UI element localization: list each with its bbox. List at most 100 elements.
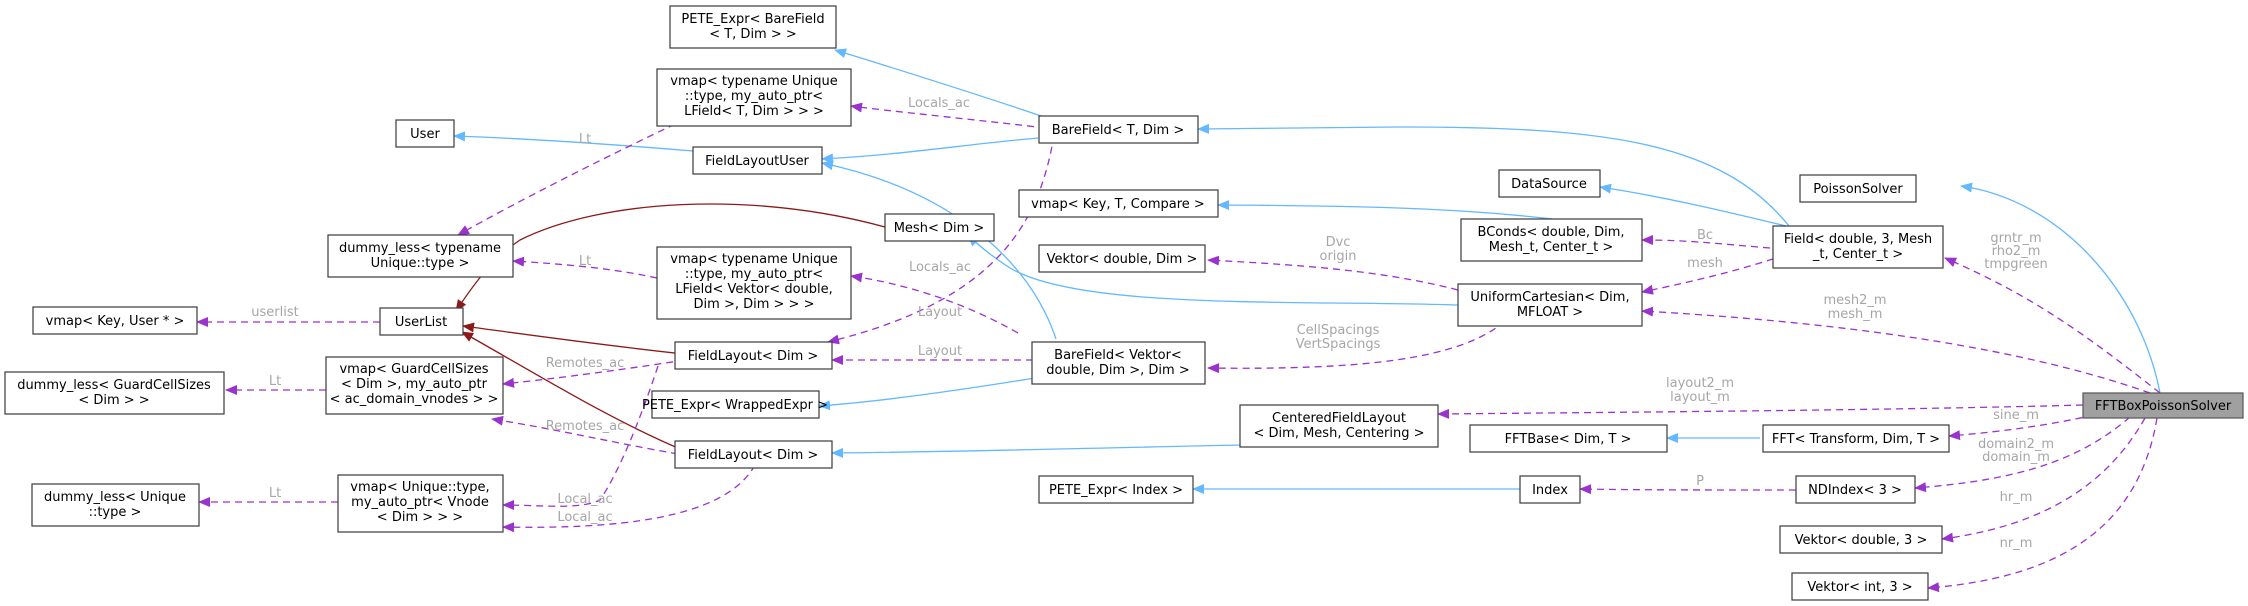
class-node-barefield[interactable]: BareField< T, Dim >	[1038, 115, 1199, 144]
class-node-field[interactable]: Field< double, 3, Mesh_t, Center_t >	[1772, 225, 1944, 269]
edge-field-uses-uniformcartesian	[1641, 254, 1786, 295]
svg-text:BareField< T, Dim >: BareField< T, Dim >	[1052, 123, 1185, 138]
class-node-index[interactable]: Index	[1519, 475, 1581, 504]
svg-text:CenteredFieldLayout< Dim, Mesh: CenteredFieldLayout< Dim, Mesh, Centerin…	[1254, 411, 1425, 441]
svg-text:Vektor< double, Dim >: Vektor< double, Dim >	[1047, 252, 1198, 267]
edge-label-p: P	[1696, 474, 1704, 489]
class-node-vmap-lfield-vektor[interactable]: vmap< typename Unique::type, my_auto_ptr…	[656, 246, 852, 320]
svg-text:vmap< Key, T, Compare >: vmap< Key, T, Compare >	[1031, 197, 1205, 212]
class-node-fieldlayout-bottom[interactable]: FieldLayout< Dim >	[674, 440, 833, 469]
class-node-fftboxpoissonsolver[interactable]: FFTBoxPoissonSolver	[2082, 392, 2244, 419]
svg-text:vmap< Key, User * >: vmap< Key, User * >	[46, 314, 185, 329]
class-node-mesh[interactable]: Mesh< Dim >	[884, 213, 995, 242]
class-node-userlist[interactable]: UserList	[379, 307, 464, 336]
edge-barefield-to-fieldlayoutuser	[821, 137, 1039, 164]
edge-barefield-to-pete-barefield	[834, 48, 1063, 124]
class-node-vmap-lfield[interactable]: vmap< typename Unique::type, my_auto_ptr…	[656, 68, 852, 127]
edge-label-local-ac-top: Local_ac	[557, 492, 612, 507]
edge-mesh-to-userlist	[455, 203, 886, 312]
edge-uniformcartesian-uses-vektor-double-dim	[1207, 255, 1459, 291]
class-node-barefield-vektor[interactable]: BareField< Vektor<double, Dim >, Dim >	[1031, 341, 1206, 385]
class-node-ndindex[interactable]: NDIndex< 3 >	[1795, 475, 1916, 504]
edge-fftboxpoissonsolver-uses-ndindex	[1914, 416, 2131, 493]
edge-field-to-datasource	[1599, 183, 1791, 228]
edge-label-layout-barefield: Layout	[918, 305, 962, 320]
class-node-dummy-less-guardcell[interactable]: dummy_less< GuardCellSizes< Dim > >	[4, 371, 225, 415]
edge-fieldlayoutuser-to-user	[453, 131, 694, 152]
class-node-poissonsolver[interactable]: PoissonSolver	[1799, 174, 1917, 203]
edge-label-lt-guardcell: Lt	[269, 374, 281, 389]
edge-label-lt-user: Lt	[579, 132, 591, 147]
edge-vmap-lfield-uses-dummy-less	[457, 123, 676, 236]
class-node-pete-wrapped[interactable]: PETE_Expr< WrappedExpr >	[642, 390, 828, 419]
edge-fieldlayout-bottom-uses-vmap-vnode	[502, 464, 756, 533]
edge-fftboxpoissonsolver-uses-vektor-int-3	[1927, 417, 2158, 593]
edge-barefield-vektor-uses-vmap-lfield-vektor	[850, 272, 1019, 334]
class-node-vektor-double-dim[interactable]: Vektor< double, Dim >	[1038, 244, 1206, 273]
edge-centeredfieldlayout-to-fieldlayout	[831, 444, 1241, 458]
class-node-fieldlayoutuser[interactable]: FieldLayoutUser	[692, 146, 823, 175]
edge-bconds-to-vmap-key-t-compare	[1217, 200, 1571, 222]
svg-text:vmap< typename Unique::type, m: vmap< typename Unique::type, my_auto_ptr…	[670, 74, 838, 119]
edge-fftboxpoissonsolver-uses-centeredfieldlayout	[1437, 404, 2084, 419]
class-node-vmap-guardcell[interactable]: vmap< GuardCellSizes< Dim >, my_auto_ptr…	[325, 356, 504, 415]
edge-vmap-lfield-vektor-uses-dummy-less	[512, 256, 658, 279]
svg-text:dummy_less< GuardCellSizes< Di: dummy_less< GuardCellSizes< Dim > >	[17, 378, 211, 408]
class-node-vmap-key-t-compare[interactable]: vmap< Key, T, Compare >	[1018, 189, 1219, 218]
class-node-datasource[interactable]: DataSource	[1498, 169, 1601, 198]
svg-text:FieldLayout< Dim >: FieldLayout< Dim >	[688, 448, 819, 463]
svg-text:UserList: UserList	[395, 315, 447, 330]
svg-text:vmap< Unique::type,my_auto_ptr: vmap< Unique::type,my_auto_ptr< Vnode< D…	[350, 480, 489, 525]
edge-label-remotes-ac-bottom: Remotes_ac	[546, 419, 625, 434]
svg-text:NDIndex< 3 >: NDIndex< 3 >	[1808, 483, 1902, 498]
svg-text:FFTBoxPoissonSolver: FFTBoxPoissonSolver	[2095, 399, 2232, 414]
svg-text:Mesh< Dim >: Mesh< Dim >	[894, 221, 985, 236]
edge-label-sine: sine_m	[1993, 408, 2039, 423]
class-node-vektor-double-3[interactable]: Vektor< double, 3 >	[1779, 525, 1943, 554]
class-node-fftbase[interactable]: FFTBase< Dim, T >	[1469, 424, 1668, 453]
edge-barefield-uses-fieldlayout-top	[827, 134, 1055, 345]
edge-ndindex-uses-index	[1579, 484, 1797, 495]
edge-label-mesh: mesh	[1687, 256, 1723, 271]
class-node-user[interactable]: User	[395, 119, 455, 148]
class-node-vektor-int-3[interactable]: Vektor< int, 3 >	[1791, 572, 1929, 601]
edge-label-hr: hr_m	[2000, 490, 2033, 505]
edge-field-uses-bconds	[1641, 235, 1771, 249]
class-node-bconds[interactable]: BConds< double, Dim,Mesh_t, Center_t >	[1460, 218, 1643, 262]
edge-label-lt-vnode: Lt	[269, 486, 281, 501]
edge-fieldlayout-top-uses-vmap-guardcell	[502, 359, 686, 388]
class-node-pete-barefield[interactable]: PETE_Expr< BareField< T, Dim > >	[669, 5, 837, 49]
edge-label-locals-ac-barefield-vektor: Locals_ac	[909, 260, 971, 275]
edge-label-locals-ac-barefield: Locals_ac	[908, 96, 970, 111]
svg-text:PETE_Expr< WrappedExpr >: PETE_Expr< WrappedExpr >	[642, 398, 828, 413]
svg-text:vmap< typename Unique::type, m: vmap< typename Unique::type, my_auto_ptr…	[670, 252, 838, 312]
svg-text:FieldLayout< Dim >: FieldLayout< Dim >	[688, 349, 819, 364]
class-node-vmap-key-user[interactable]: vmap< Key, User * >	[32, 306, 198, 335]
class-node-vmap-vnode[interactable]: vmap< Unique::type,my_auto_ptr< Vnode< D…	[337, 474, 504, 533]
edge-fftboxpoissonsolver-uses-uniformcartesian	[1641, 306, 2151, 394]
svg-text:PETE_Expr< BareField< T, Dim >: PETE_Expr< BareField< T, Dim > >	[681, 12, 824, 42]
class-node-centeredfieldlayout[interactable]: CenteredFieldLayout< Dim, Mesh, Centerin…	[1239, 404, 1439, 448]
edge-fieldlayout-top-uses-vmap-vnode	[502, 365, 659, 511]
class-node-pete-index[interactable]: PETE_Expr< Index >	[1038, 475, 1194, 504]
edge-fieldlayout-top-to-userlist	[462, 322, 685, 355]
class-node-uniformcartesian[interactable]: UniformCartesian< Dim,MFLOAT >	[1457, 283, 1643, 327]
svg-text:DataSource: DataSource	[1511, 177, 1587, 192]
edge-label-layout-barefield-vektor: Layout	[918, 344, 962, 359]
svg-text:Vektor< double, 3 >: Vektor< double, 3 >	[1795, 533, 1928, 548]
svg-text:UniformCartesian< Dim,MFLOAT >: UniformCartesian< Dim,MFLOAT >	[1470, 290, 1629, 320]
svg-text:FieldLayoutUser: FieldLayoutUser	[705, 154, 809, 169]
edge-barefield-uses-vmap-lfield	[850, 102, 1047, 129]
edge-fftboxpoissonsolver-uses-vektor-double-3	[1941, 417, 2146, 543]
class-node-dummy-less-unique-plain[interactable]: dummy_less< Unique::type >	[31, 483, 200, 527]
class-node-fieldlayout-top[interactable]: FieldLayout< Dim >	[674, 341, 833, 370]
class-node-fft[interactable]: FFT< Transform, Dim, T >	[1762, 424, 1950, 453]
